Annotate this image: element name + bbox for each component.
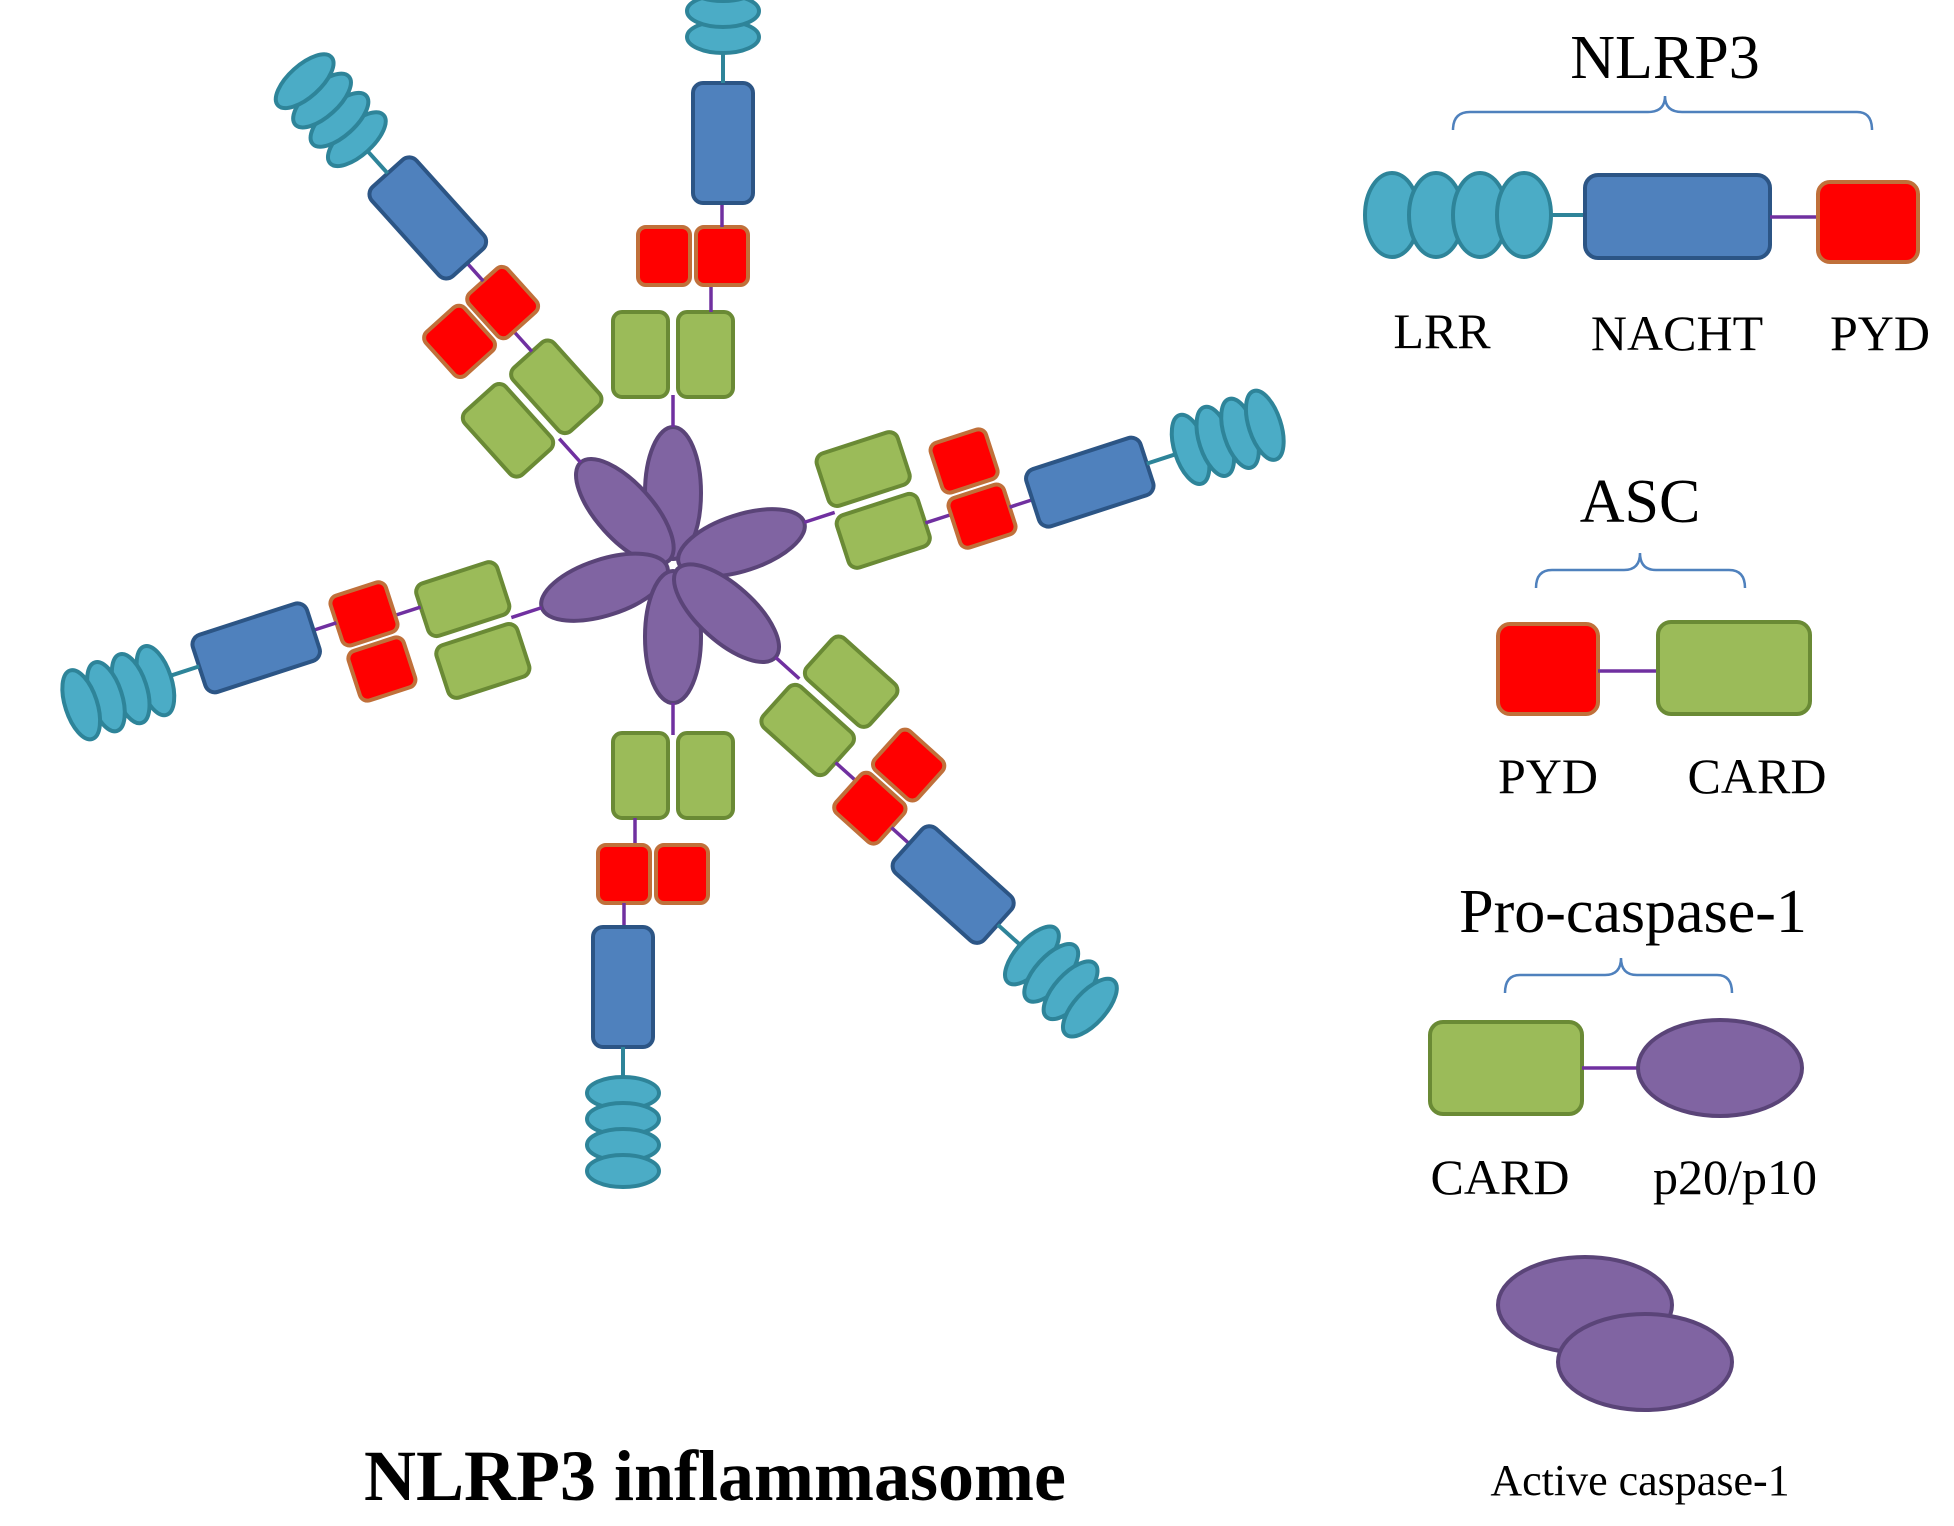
legend-procaspase-p20p10-shape xyxy=(1636,1018,1804,1118)
nacht-domain xyxy=(691,81,755,205)
legend-asc: ASC PYD CARD xyxy=(1496,468,1827,804)
lrr-repeat xyxy=(273,52,336,111)
pyd-domain xyxy=(654,843,710,905)
legend-asc-card-shape xyxy=(1656,620,1812,716)
linker xyxy=(557,437,582,464)
legend-nlrp3-nacht-label: NACHT xyxy=(1591,305,1763,361)
legend-nlrp3: NLRP3 LRR NACHT PYD xyxy=(1363,24,1930,361)
inflammasome-arm-1 xyxy=(611,0,761,561)
legend-asc-pyd-shape xyxy=(1496,622,1600,716)
linker xyxy=(1009,498,1033,509)
legend-active-caspase-subunit-2 xyxy=(1556,1312,1734,1412)
legend-nlrp3-brace xyxy=(1451,95,1874,131)
card-domain xyxy=(802,634,900,729)
legend-nlrp3-title: NLRP3 xyxy=(1570,24,1759,92)
legend-nlrp3-pyd-shape xyxy=(1816,180,1920,264)
pyd-domain xyxy=(871,727,947,803)
legend-procaspase-brace xyxy=(1503,957,1734,994)
nacht-domain xyxy=(1024,435,1156,529)
legend-procaspase-card-shape xyxy=(1428,1020,1584,1116)
inflammasome-arm-6 xyxy=(672,562,1119,1039)
lrr-repeat xyxy=(60,668,103,742)
linker xyxy=(510,605,543,620)
legend-nlrp3-pyd-label: PYD xyxy=(1830,305,1930,361)
linker xyxy=(890,826,911,845)
nacht-domain xyxy=(367,155,489,281)
legend-nlrp3-lrr-label: LRR xyxy=(1393,303,1491,359)
legend-nlrp3-nacht-shape xyxy=(1583,173,1772,260)
inflammasome-arm-5 xyxy=(585,569,735,1189)
linker xyxy=(1146,452,1177,466)
legend-procaspase-p20p10-label: p20/p10 xyxy=(1653,1149,1817,1205)
pyd-domain xyxy=(694,225,750,287)
pyd-domain xyxy=(636,225,692,287)
legend-asc-title: ASC xyxy=(1580,468,1701,536)
linker xyxy=(465,262,485,283)
nacht-domain xyxy=(190,601,322,695)
lrr-repeat xyxy=(685,0,761,29)
linker xyxy=(512,330,534,353)
lrr-repeat xyxy=(1061,976,1119,1039)
card-domain xyxy=(460,382,556,479)
nacht-domain xyxy=(591,925,655,1049)
linker xyxy=(774,656,801,681)
diagram-title: NLRP3 inflammasome xyxy=(364,1436,1066,1516)
inflammasome-arm-2 xyxy=(273,52,676,566)
pyd-domain xyxy=(596,843,652,905)
card-domain xyxy=(759,682,856,778)
inflammasome-arm-4 xyxy=(60,551,670,742)
linker xyxy=(834,761,857,782)
card-domain xyxy=(834,491,932,570)
legend-procaspase-title: Pro-caspase-1 xyxy=(1459,878,1807,946)
card-domain xyxy=(434,622,532,700)
linker xyxy=(996,923,1022,947)
pyd-domain xyxy=(422,303,497,380)
card-domain xyxy=(509,338,604,436)
inflammasome-arm-3 xyxy=(676,388,1286,579)
caspase-petal xyxy=(676,507,807,579)
legend-active-caspase: Active caspase-1 xyxy=(1490,1255,1790,1505)
card-domain xyxy=(414,560,512,639)
legend-active-caspase-label: Active caspase-1 xyxy=(1490,1456,1789,1505)
pyd-domain xyxy=(928,427,1000,495)
legend-asc-brace xyxy=(1534,552,1747,589)
card-domain xyxy=(611,731,670,820)
linker xyxy=(313,621,337,632)
linker xyxy=(803,510,836,525)
card-domain xyxy=(676,731,735,820)
card-domain xyxy=(814,430,912,508)
pyd-domain xyxy=(346,635,418,703)
legend-procaspase-card-label: CARD xyxy=(1431,1149,1570,1205)
legend-asc-card-label: CARD xyxy=(1688,748,1827,804)
legend-asc-pyd-label: PYD xyxy=(1498,748,1598,804)
card-domain xyxy=(676,310,735,399)
lrr-repeat xyxy=(701,0,745,3)
inflammasome-arms xyxy=(60,0,1286,1189)
linker xyxy=(924,512,952,525)
legend-nlrp3-lrr-shape xyxy=(1363,171,1553,259)
legend-procaspase: Pro-caspase-1 CARD p20/p10 xyxy=(1428,878,1817,1205)
lrr-repeat xyxy=(1243,388,1286,462)
caspase-petal xyxy=(539,551,670,623)
linker xyxy=(394,605,422,618)
linker xyxy=(169,664,200,678)
lrr-repeat xyxy=(585,1153,661,1189)
card-domain xyxy=(611,310,670,399)
linker xyxy=(366,149,390,175)
